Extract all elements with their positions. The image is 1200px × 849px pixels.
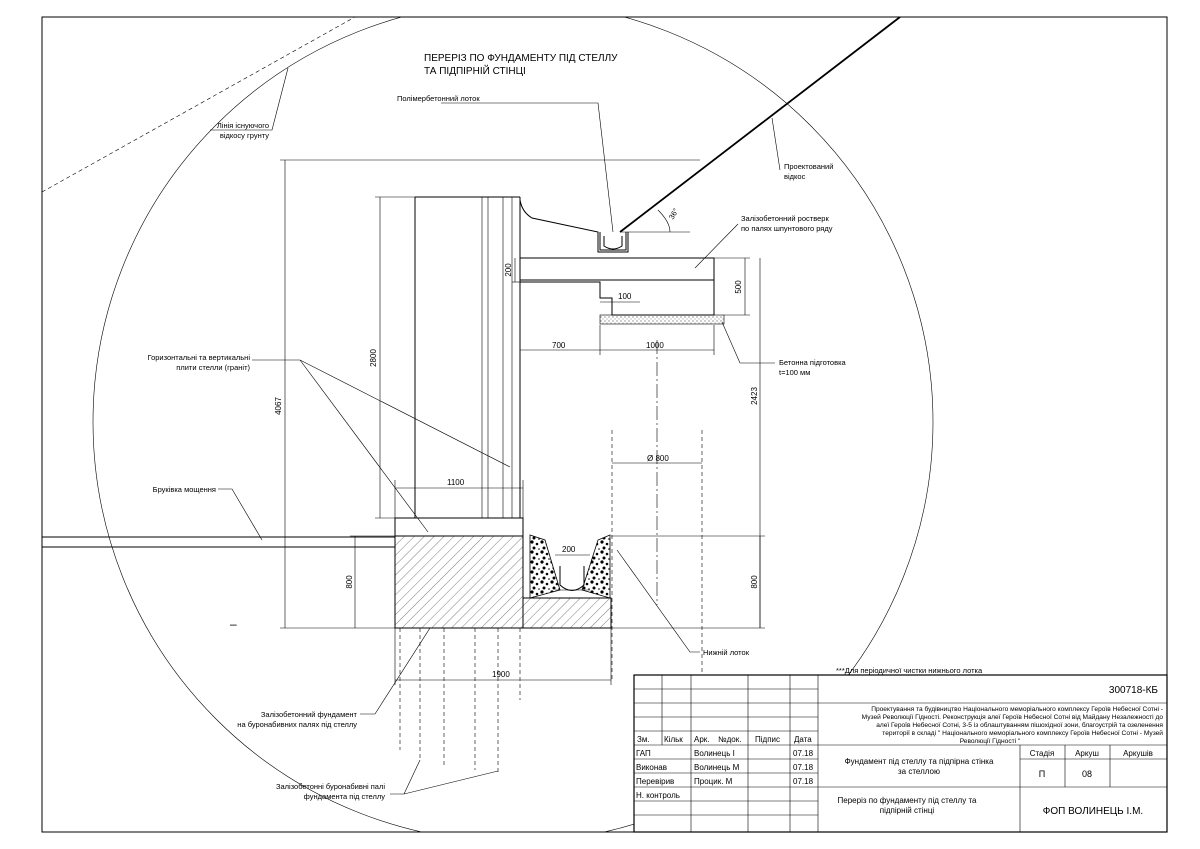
dim-1900: 1900 [492,670,510,679]
label-grillage-2: по палях шпунтового ряду [741,224,833,233]
horizontal-plate [394,517,524,537]
tb-date-vykonav: 07.18 [793,763,814,772]
tb-desc-2: Музей Революції Гідності. Реконструкція … [862,713,1164,721]
drawing-title-line1: ПЕРЕРІЗ ПО ФУНДАМЕНТУ ПІД СТЕЛЛУ [424,53,618,64]
tb-desc-1: Проектування та будівництво Національног… [871,705,1163,713]
existing-slope-line [42,17,356,193]
tb-code: 300718-КБ [1109,685,1159,696]
tb-name-pereviryv: Процик. М [694,777,733,786]
dim-500: 500 [734,280,743,294]
tb-header-pidpys: Підпис [755,735,780,744]
label-foundation-1: Залізобетонний фундамент [261,710,358,719]
dim-1000: 1000 [646,341,664,350]
tb-role-pereviryv: Перевірив [636,777,674,786]
polymer-tray [599,232,627,251]
tb-header-ndok: №док. [718,735,741,744]
dimension-lines [280,159,765,685]
tb-role-vykonav: Виконав [636,763,667,772]
dim-1100: 1100 [447,478,465,487]
retaining-wall [512,199,725,325]
label-piles-2: фундамента під стеллу [304,792,386,801]
dim-angle: 36° [667,207,680,221]
tb-stage-header: Стадія [1030,749,1055,758]
tb-role-gap: ГАП [636,749,651,758]
tb-desc-3: алеї Героїв Небесної Сотні, 3-5 із облаш… [876,721,1163,729]
label-cleaning-note: ***Для періодичної чистки нижнього лотка [836,666,983,675]
tb-name-gap: Волинець І [694,749,735,758]
label-concrete-prep-2: t=100 мм [779,368,810,377]
foundation [394,535,612,629]
tb-header-zm: Зм. [637,735,650,744]
tb-sheet-title-2: за стеллою [898,767,940,776]
dim-2800: 2800 [369,349,378,367]
designed-slope-line [619,17,901,233]
tb-header-data: Дата [794,735,812,744]
tb-drawing-name-1: Переріз по фундаменту під стеллу та [838,796,977,805]
label-granite-plates-2: плити стелли (граніт) [176,363,250,372]
label-existing-slope-1: Лінія існуючого [217,121,269,130]
dim-700: 700 [552,341,566,350]
label-designed-slope-1: Проектований [784,162,833,171]
tb-company: ФОП ВОЛИНЕЦЬ І.М. [1043,806,1143,817]
tb-sheet-title-1: Фундамент під стеллу та підпірна стінка [845,757,994,766]
detail-circle [92,17,934,832]
title-block: Зм. Кільк Арк. №док. Підпис Дата ГАП Вол… [633,674,1168,833]
tb-date-gap: 07.18 [793,749,814,758]
leader-lines [210,67,781,795]
drawing-title-line2: ТА ПІДПІРНІЙ СТІНЦІ [424,64,526,77]
tb-desc-5: Революції Гідності " [960,737,1021,745]
tb-desc-4: території в складі " Національного мемор… [882,729,1163,737]
dim-2423: 2423 [750,387,759,405]
label-designed-slope-2: відкос [784,172,806,181]
dim-800-left: 800 [345,575,354,589]
dim-4067: 4067 [274,397,283,415]
label-foundation-2: на буронабивних палях під стеллу [237,720,357,729]
tb-sheets-header: Аркушів [1123,749,1153,758]
dim-diameter-800: Ø 800 [647,454,669,463]
piles [399,340,703,772]
tb-header-kilk: Кільк [664,735,683,744]
tb-sheet-value: 08 [1082,769,1092,779]
tb-role-nkontrol: Н. контроль [636,791,680,800]
dim-200-top: 200 [504,263,513,277]
label-paving: Бруківка мощення [153,485,216,494]
tb-date-pereviryv: 07.18 [793,777,814,786]
label-existing-slope-2: відкосу грунту [220,131,269,140]
label-polymer-tray: Полімербетонний лоток [397,94,480,103]
tb-drawing-name-2: підпірній стінці [880,806,935,815]
tb-sheet-header: Аркуш [1075,749,1099,758]
dim-100: 100 [618,292,632,301]
dim-200-tray: 200 [562,545,576,554]
dim-800-right: 800 [750,575,759,589]
label-granite-plates-1: Горизонтальні та вертикальні [148,353,251,362]
label-grillage-1: Залізобетонний ростверк [741,214,829,223]
tb-name-vykonav: Волинець М [694,763,740,772]
label-lower-tray: Нижній лоток [703,648,750,657]
stele [414,196,521,518]
minus-sign: – [230,617,237,631]
label-concrete-prep-1: Бетонна підготовка [779,358,847,367]
tb-stage-value: П [1039,769,1045,779]
label-piles-1: Залізобетонні буронабивні палі [276,782,385,791]
lower-tray [529,534,611,599]
tb-header-ark: Арк. [694,735,710,744]
